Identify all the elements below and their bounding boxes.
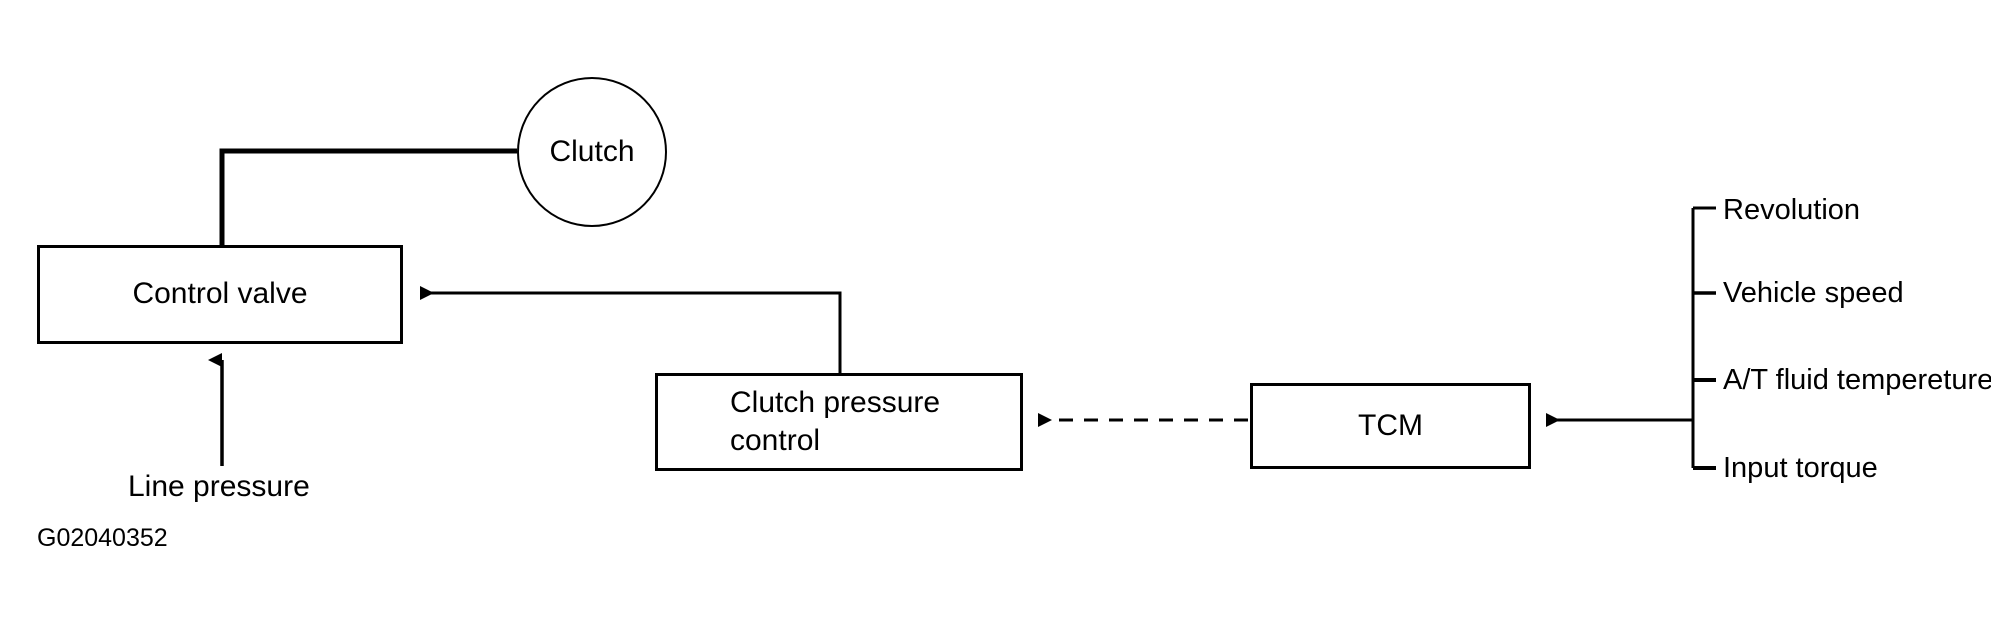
- node-tcm[interactable]: TCM: [1250, 383, 1531, 469]
- input-label-line-pressure: Line pressure: [128, 470, 310, 503]
- node-clutch[interactable]: Clutch: [517, 77, 667, 227]
- signal-label-at-fluid-tempereture: A/T fluid tempereture: [1723, 364, 1991, 396]
- node-tcm-label: TCM: [1358, 408, 1423, 442]
- node-clutch-pressure-control[interactable]: Clutch pressure control: [655, 373, 1023, 471]
- signal-label-vehicle-speed: Vehicle speed: [1723, 277, 1904, 309]
- signal-label-revolution: Revolution: [1723, 194, 1861, 226]
- figure-id-code: G02040352: [37, 524, 168, 552]
- node-control-valve[interactable]: Control valve: [37, 245, 403, 344]
- node-clutch-label: Clutch: [549, 134, 635, 168]
- connector-clutch-pressure-control-to-control-valve: [420, 286, 842, 373]
- signal-label-input-torque: Input torque: [1723, 452, 1878, 484]
- node-clutch-pressure-control-label: Clutch pressure control: [730, 385, 941, 457]
- connector-control-valve-to-clutch: [219, 148, 517, 245]
- node-control-valve-label: Control valve: [132, 277, 308, 311]
